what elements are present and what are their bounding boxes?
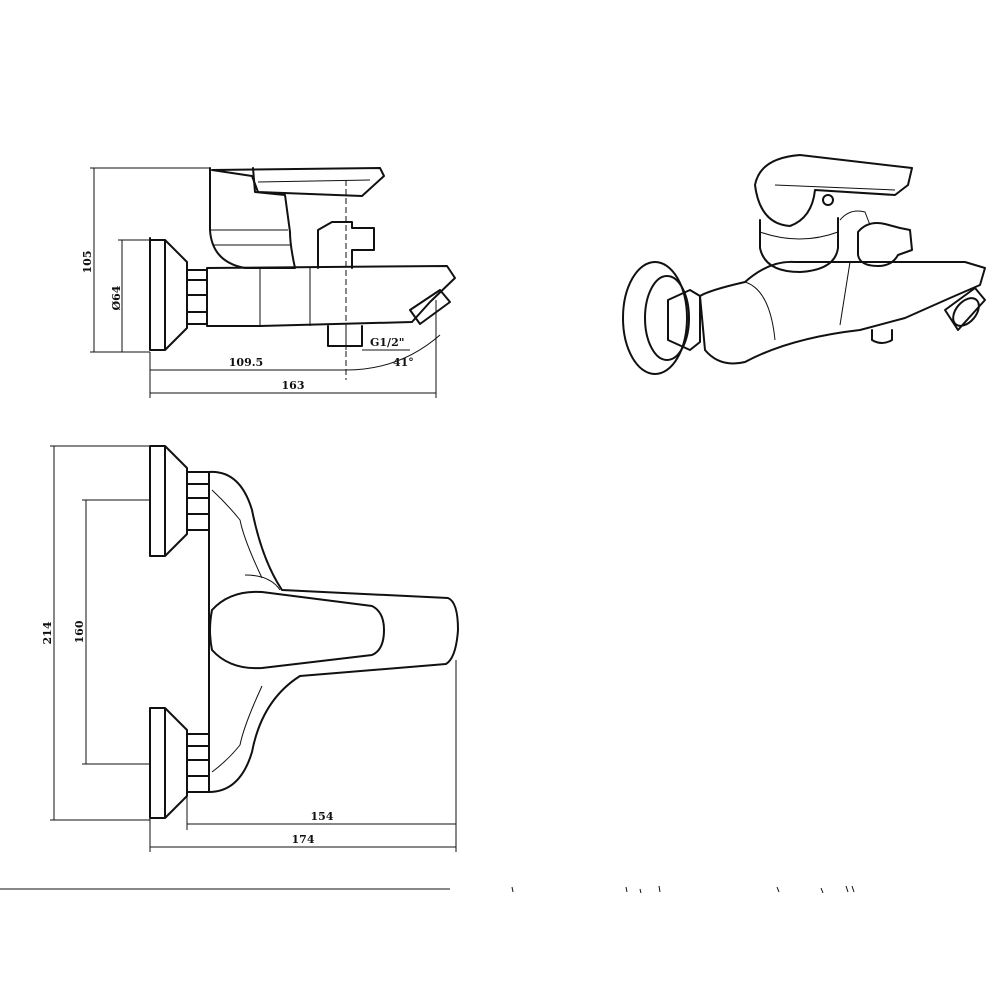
bottom-outlet	[327, 325, 363, 347]
iso-lever-handle	[754, 154, 913, 227]
dim-offset-109-5: 109.5	[229, 356, 263, 369]
top-lever-handle	[209, 590, 385, 670]
iso-diverter-knob	[857, 222, 913, 267]
top-nut-lower	[186, 733, 210, 793]
isometric-view	[622, 154, 986, 375]
dim-height-105: 105	[81, 251, 94, 274]
dim-height-214: 214	[41, 621, 54, 644]
top-flange-upper	[149, 445, 188, 557]
top-view: 214 160 154 174	[41, 445, 459, 852]
iso-wall-flange	[622, 261, 688, 375]
thread-label: G1/2"	[370, 336, 404, 349]
dim-length-163: 163	[282, 379, 305, 392]
spout-aerator	[409, 289, 451, 325]
top-nut-upper	[186, 471, 210, 531]
iso-nut	[667, 289, 701, 351]
iso-body	[699, 260, 986, 365]
dim-depth-154: 154	[311, 810, 334, 823]
wall-flange	[149, 237, 188, 351]
connection-nut	[186, 269, 208, 325]
lever-handle	[211, 167, 385, 197]
dim-depth-174: 174	[292, 833, 315, 846]
angle-label: 41°	[393, 356, 414, 369]
cartridge-housing	[209, 167, 296, 269]
top-mixer-body	[208, 470, 459, 793]
diverter-knob	[317, 221, 375, 269]
stray-marks	[511, 885, 855, 894]
iso-bottom-outlet	[871, 329, 893, 344]
mixer-body	[206, 265, 456, 327]
dim-center-160: 160	[73, 620, 86, 643]
side-view: 105 Ø64 109.5 G1/2" 41° 163	[81, 167, 456, 398]
dim-diameter-64: Ø64	[110, 285, 123, 310]
iso-cartridge	[759, 217, 839, 273]
top-flange-lower	[149, 707, 188, 819]
